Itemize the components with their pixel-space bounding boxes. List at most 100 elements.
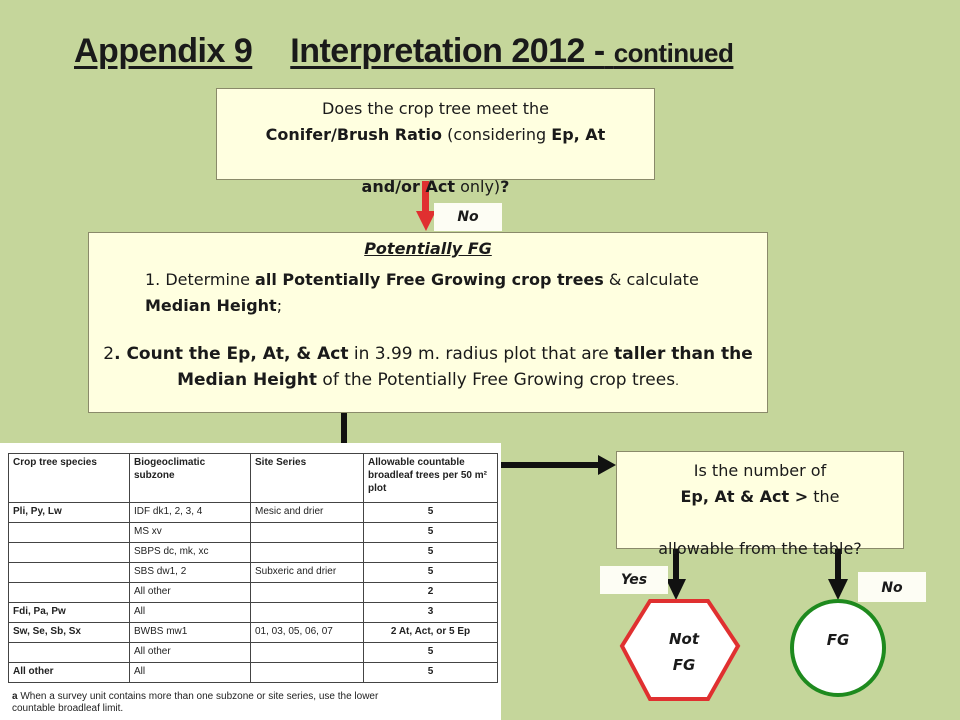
footnote-line2: countable broadleaf limit.: [12, 703, 124, 714]
table-cell: BWBS mw1: [129, 622, 251, 643]
footnote-line1: When a survey unit contains more than on…: [17, 691, 379, 702]
question2-line3: allowable from the table?: [658, 539, 862, 558]
table-row: All other 2: [8, 582, 498, 603]
step1-e: ;: [276, 296, 283, 315]
table-cell: 5: [363, 642, 498, 663]
page-title: Appendix 9 Interpretation 2012 - continue…: [74, 32, 734, 71]
table-cell: [8, 542, 130, 563]
step1-d: Median Height: [145, 296, 277, 315]
question1-line2: Conifer/Brush Ratio (considering Ep, At: [217, 122, 654, 148]
right-arrow-shaft: [495, 462, 599, 468]
red-arrow-head: [416, 211, 436, 231]
table-cell: Subxeric and drier: [250, 562, 364, 583]
table-cell: Fdi, Pa, Pw: [8, 602, 130, 623]
table-cell: All other: [8, 662, 130, 683]
table-cell: 01, 03, 05, 06, 07: [250, 622, 364, 643]
table-cell: [8, 642, 130, 663]
table-cell: Mesic and drier: [250, 502, 364, 523]
table-cell: [250, 582, 364, 603]
step2-a: 2: [103, 344, 115, 364]
table-cell: [250, 542, 364, 563]
table-cell: SBS dw1, 2: [129, 562, 251, 583]
table-header: Biogeoclimatic subzone: [129, 453, 251, 503]
table-cell: [8, 522, 130, 543]
title-interpretation: Interpretation 2012 -: [290, 32, 605, 70]
table-cell: 2: [363, 582, 498, 603]
question2-line2: Ep, At & Act > the: [617, 484, 903, 510]
yes-arrow-head: [666, 579, 686, 600]
question1-ratio-term: Conifer/Brush Ratio: [265, 125, 443, 144]
table-cell: 2 At, Act, or 5 Ep: [363, 622, 498, 643]
step2-text: 2. Count the Ep, At, & Act in 3.99 m. ra…: [95, 341, 761, 394]
question2-line1: Is the number of: [693, 461, 827, 480]
title-appendix: Appendix 9: [74, 32, 253, 70]
table-cell: 3: [363, 602, 498, 623]
not-fg-octagon: [619, 599, 741, 701]
yes-arrow-shaft: [673, 549, 679, 579]
table-header: Allowable countable broadleaf trees per …: [363, 453, 498, 503]
table-cell: MS xv: [129, 522, 251, 543]
no-label-2: No: [858, 572, 926, 602]
table-cell: [250, 522, 364, 543]
not-fg-line2: FG: [672, 656, 696, 674]
table-cell: 5: [363, 502, 498, 523]
question1-act-term: and/or Act: [361, 177, 455, 196]
step2-e: of the Potentially Free Growing crop tre…: [317, 370, 676, 390]
step2-f: .: [675, 374, 679, 388]
table-cell: All: [129, 602, 251, 623]
question1-considering: (considering: [442, 125, 552, 144]
question2-the: the: [808, 487, 840, 506]
table-cell: All other: [129, 642, 251, 663]
step2-b: . Count the Ep, At, & Act: [114, 344, 349, 364]
red-arrow-shaft: [422, 181, 429, 211]
step2-d: taller than the Median Height: [177, 344, 753, 390]
question1-line1: Does the crop tree meet the: [322, 99, 549, 118]
table-cell: [250, 662, 364, 683]
step1-text: 1. Determine all Potentially Free Growin…: [145, 267, 705, 319]
allowable-number-question: Is the number of Ep, At & Act > the allo…: [616, 451, 904, 558]
table-footnote: a When a survey unit contains more than …: [12, 691, 496, 715]
step2-c: in 3.99 m. radius plot that are: [348, 344, 615, 364]
table-cell: All other: [129, 582, 251, 603]
crop-tree-ratio-question: Does the crop tree meet the Conifer/Brus…: [216, 88, 655, 196]
not-fg-line1: Not: [668, 630, 700, 648]
table-cell: [8, 582, 130, 603]
table-header: Site Series: [250, 453, 364, 503]
table-cell: SBPS dc, mk, xc: [129, 542, 251, 563]
table-cell: IDF dk1, 2, 3, 4: [129, 502, 251, 523]
table-cell: 5: [363, 562, 498, 583]
potentially-fg-box: Potentially FG 1. Determine all Potentia…: [88, 232, 768, 413]
table-cell: 5: [363, 522, 498, 543]
right-arrow-head: [598, 455, 616, 475]
step1-a: 1. Determine: [145, 270, 256, 289]
table-cell: [8, 562, 130, 583]
table-row: All other 5: [8, 642, 498, 663]
no-arrow-shaft: [835, 549, 841, 579]
table-cell: [250, 602, 364, 623]
table-cell: Pli, Py, Lw: [8, 502, 130, 523]
question2-species: Ep, At & Act >: [680, 487, 809, 506]
question1-species: Ep, At: [551, 125, 606, 144]
potentially-fg-heading: Potentially FG: [364, 239, 492, 258]
table-header: Crop tree species: [8, 453, 130, 503]
footnote-mark: a: [12, 691, 18, 702]
down-arrow-shaft: [341, 413, 347, 443]
no-arrow-head: [828, 579, 848, 600]
table-cell: [250, 642, 364, 663]
allowable-broadleaf-table-panel: Crop tree species Biogeoclimatic subzone…: [0, 443, 501, 720]
step1-c: & calculate: [603, 270, 699, 289]
question1-line3: and/or Act only)?: [217, 174, 654, 200]
question1-qmark: ?: [500, 177, 510, 196]
title-continued: continued: [613, 38, 734, 68]
question1-only: only): [455, 177, 501, 196]
table-cell: 5: [363, 542, 498, 563]
table-row: SBPS dc, mk, xc 5: [8, 542, 498, 563]
table-row: MS xv 5: [8, 522, 498, 543]
step1-b: all Potentially Free Growing crop trees: [255, 270, 604, 289]
